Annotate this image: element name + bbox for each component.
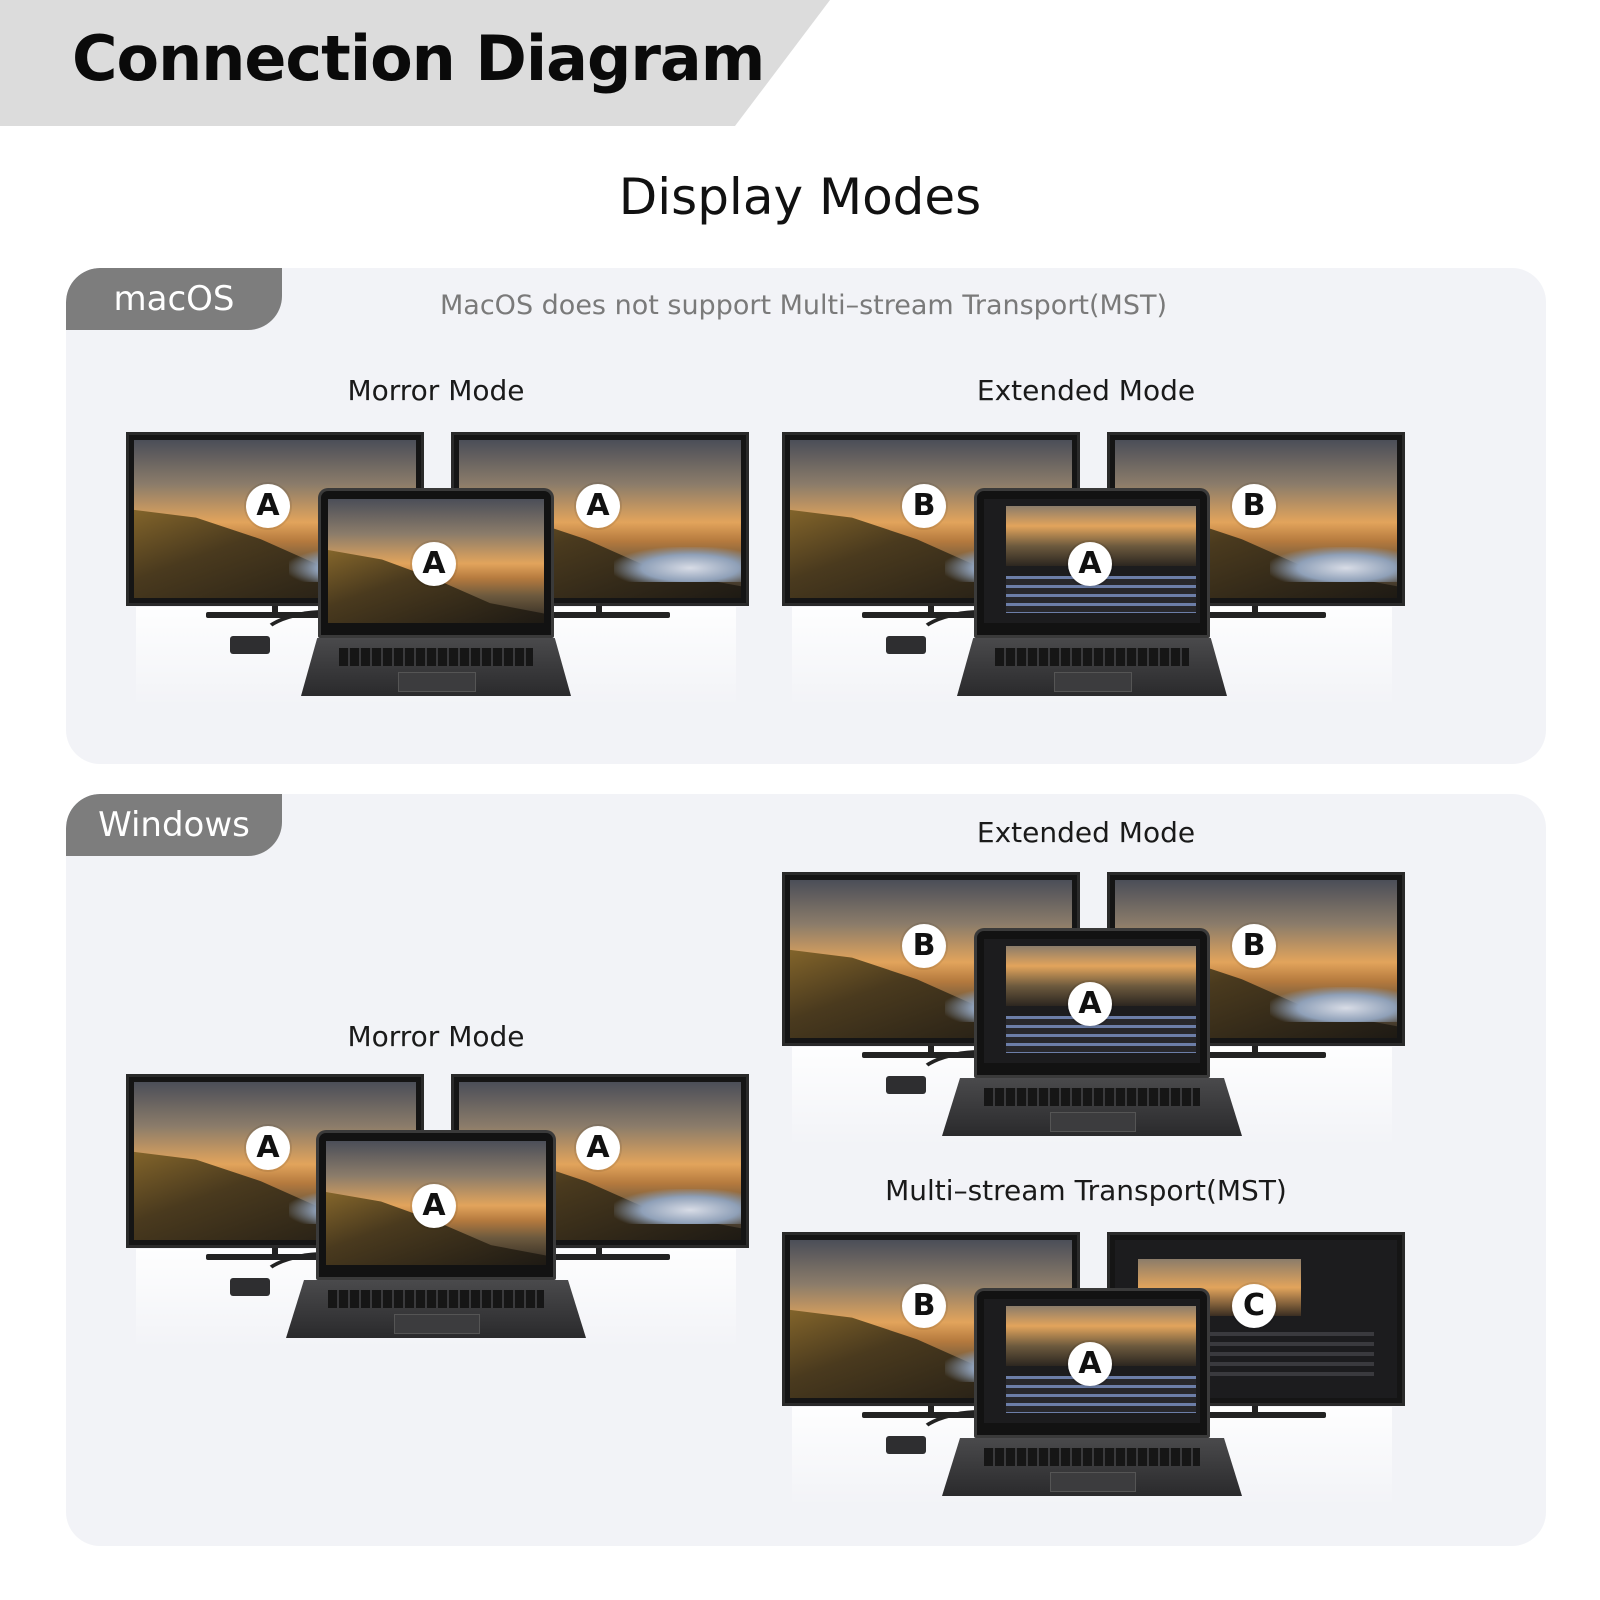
badge-laptop: A [412,542,456,586]
header-banner [0,0,830,126]
laptop-base [301,638,571,696]
macos-mirror-scene: A A A [126,432,766,722]
macos-extended-label: Extended Mode [976,374,1196,407]
badge-laptop: A [1068,542,1112,586]
badge-left-monitor: B [902,924,946,968]
windows-extended-label: Extended Mode [976,816,1196,849]
monitor-stand [530,1254,670,1260]
macos-mirror-label: Morror Mode [347,374,525,407]
windows-extended-scene: B B A [782,872,1422,1162]
windows-mirror-label: Morror Mode [347,1020,525,1053]
laptop-base [957,638,1227,696]
os-tab-macos: macOS [66,268,282,330]
monitor-stand [1186,612,1326,618]
badge-right-monitor: A [576,484,620,528]
section-subtitle: Display Modes [618,168,982,226]
windows-mst-label: Multi–stream Transport(MST) [885,1174,1287,1207]
page-title: Connection Diagram [72,22,765,95]
monitor-stand [1186,1412,1326,1418]
monitor-stand [1186,1052,1326,1058]
laptop-base [942,1078,1242,1136]
badge-left-monitor: A [246,1126,290,1170]
badge-left-monitor: B [902,1284,946,1328]
badge-right-monitor: B [1232,484,1276,528]
usb-hub [230,636,270,654]
badge-right-monitor: A [576,1126,620,1170]
monitor-stand [530,612,670,618]
windows-mst-scene: B C A [782,1232,1422,1522]
badge-laptop: A [1068,982,1112,1026]
monitor-stand [862,1052,1002,1058]
laptop-screen [974,1288,1210,1438]
badge-laptop: A [1068,1342,1112,1386]
usb-hub [886,636,926,654]
laptop-base [942,1438,1242,1496]
windows-mirror-scene: A A A [126,1074,766,1364]
usb-hub [230,1278,270,1296]
macos-panel: macOS MacOS does not support Multi–strea… [66,268,1546,764]
badge-laptop: A [412,1184,456,1228]
usb-hub [886,1436,926,1454]
monitor-stand [206,612,346,618]
macos-extended-scene: B B A [782,432,1422,722]
monitor-stand [862,612,1002,618]
laptop-base [286,1280,586,1338]
monitor-stand [862,1412,1002,1418]
badge-left-monitor: A [246,484,290,528]
windows-panel: Windows Extended Mode Morror Mode Multi–… [66,794,1546,1546]
monitor-stand [206,1254,346,1260]
badge-right-monitor: C [1232,1284,1276,1328]
badge-right-monitor: B [1232,924,1276,968]
mst-note: MacOS does not support Multi–stream Tran… [440,290,1168,321]
badge-left-monitor: B [902,484,946,528]
os-tab-windows: Windows [66,794,282,856]
usb-hub [886,1076,926,1094]
